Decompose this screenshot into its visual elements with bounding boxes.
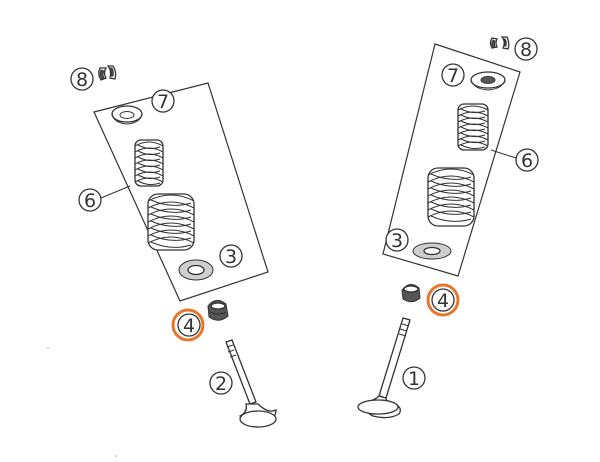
spring-icon [147,193,195,251]
callout-7-left[interactable]: 7 [151,89,175,113]
retainer-icon [470,71,506,91]
valve-icon [357,317,411,419]
right-assembly-frame [382,43,521,277]
left-valve-assembly: 8 7 6 [70,65,277,428]
retainer-icon [111,105,143,125]
svg-text:6: 6 [521,150,533,172]
svg-text:4: 4 [437,290,449,312]
svg-text:8: 8 [520,39,532,61]
valve-icon [225,339,277,428]
callout-3-left[interactable]: 3 [219,244,243,268]
callout-6-left[interactable]: 6 [78,185,131,212]
seal-icon [401,284,421,303]
svg-text:7: 7 [157,91,169,113]
washer-icon [178,259,214,281]
callout-7-right[interactable]: 7 [441,63,465,87]
svg-text:2: 2 [215,373,227,395]
seal-icon [207,300,229,321]
collet-icon [98,65,117,81]
callout-6-right[interactable]: 6 [490,148,539,172]
spring-icon [457,103,489,151]
right-valve-assembly: 8 7 6 [357,36,539,419]
callout-1[interactable]: 1 [402,366,426,390]
callout-2[interactable]: 2 [209,371,233,395]
svg-text:3: 3 [225,246,237,268]
svg-text:3: 3 [391,230,403,252]
callout-4-left-highlighted[interactable]: 4 [171,308,205,342]
svg-text:8: 8 [76,69,88,91]
scan-speck [47,347,49,349]
svg-text:6: 6 [84,190,96,212]
callout-4-right-highlighted[interactable]: 4 [426,283,460,317]
spring-icon [427,167,475,227]
washer-icon [412,242,452,260]
callout-3-right[interactable]: 3 [385,228,409,252]
callout-8-left[interactable]: 8 [70,67,94,91]
spring-icon [134,139,164,187]
scan-speck [115,455,117,457]
collet-icon [489,36,510,50]
svg-text:1: 1 [408,368,420,390]
svg-text:4: 4 [183,315,195,337]
svg-text:7: 7 [447,65,459,87]
callout-8-right[interactable]: 8 [514,37,538,61]
